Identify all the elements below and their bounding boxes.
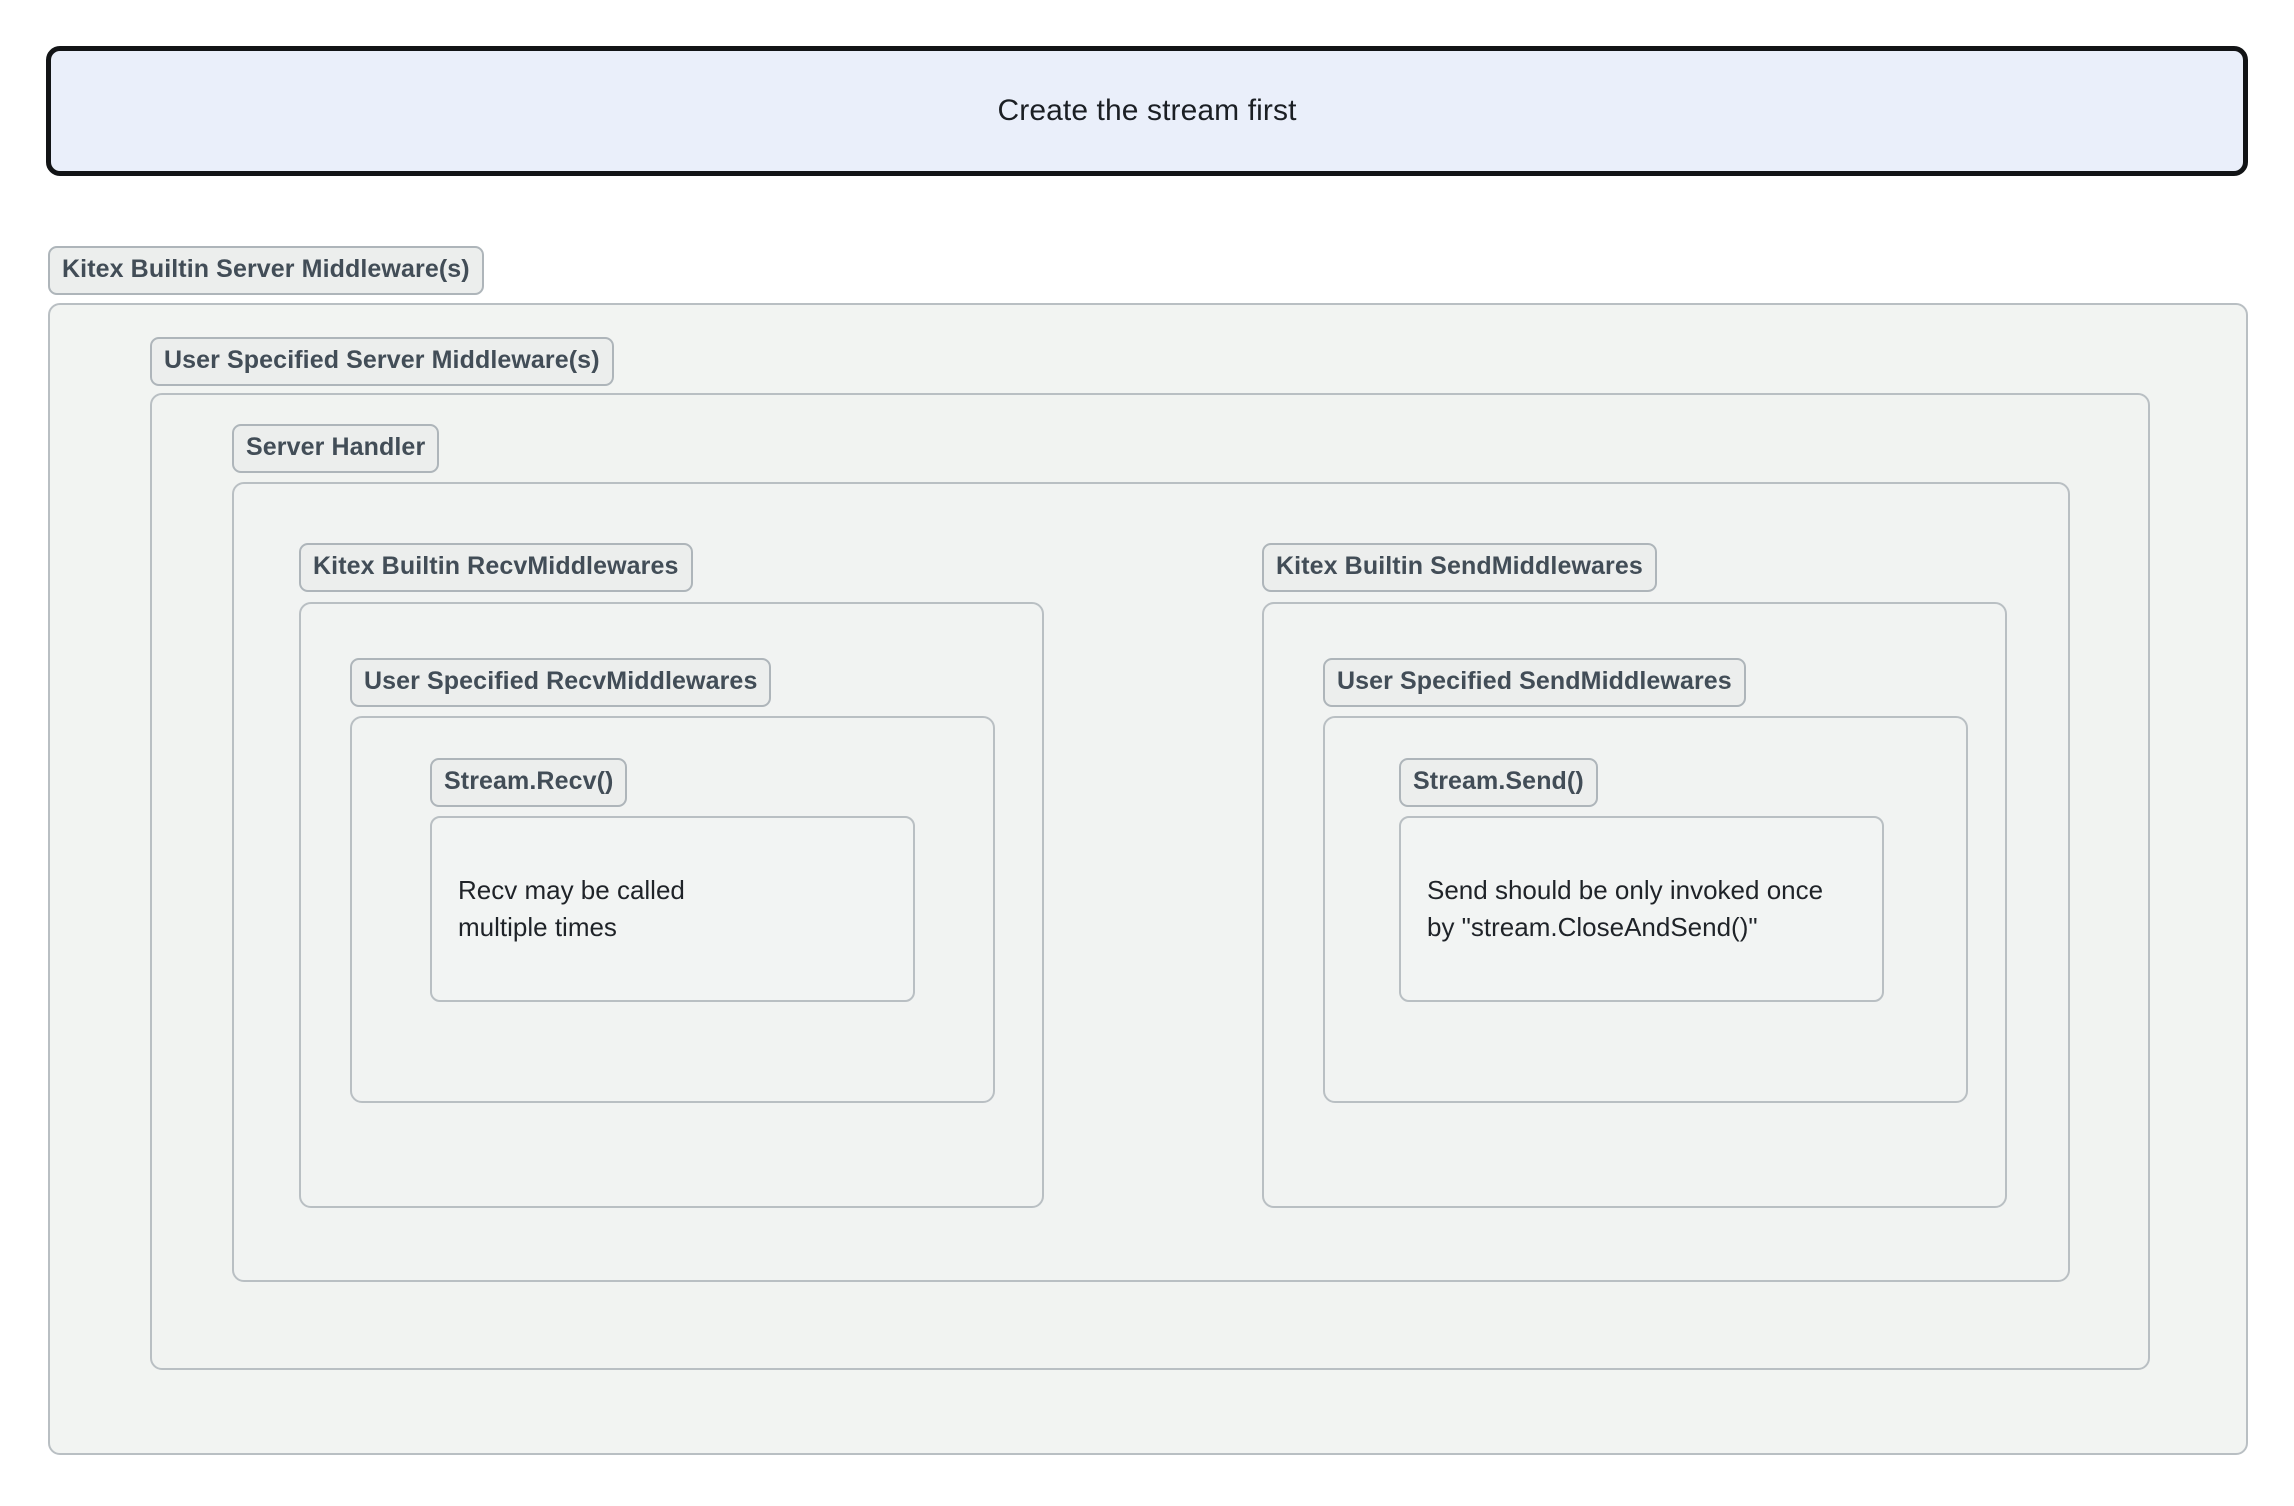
label-stream-send: Stream.Send() <box>1399 758 1598 807</box>
label-stream-recv: Stream.Recv() <box>430 758 628 807</box>
label-kitex-builtin-server-middleware: Kitex Builtin Server Middleware(s) <box>48 246 484 295</box>
note-send-once: Send should be only invoked once by "str… <box>1399 816 1884 1002</box>
note-recv-multiple-times-text: Recv may be called multiple times <box>458 875 685 942</box>
label-user-specified-server-middleware: User Specified Server Middleware(s) <box>150 337 614 386</box>
label-user-specified-recv-middlewares: User Specified RecvMiddlewares <box>350 658 772 707</box>
note-send-once-text: Send should be only invoked once by "str… <box>1427 875 1824 942</box>
label-server-handler: Server Handler <box>232 424 440 473</box>
banner-label: Create the stream first <box>997 94 1297 127</box>
create-stream-banner: Create the stream first <box>46 46 2248 176</box>
label-kitex-builtin-send-middlewares: Kitex Builtin SendMiddlewares <box>1262 543 1657 592</box>
label-user-specified-send-middlewares: User Specified SendMiddlewares <box>1323 658 1746 707</box>
label-kitex-builtin-recv-middlewares: Kitex Builtin RecvMiddlewares <box>299 543 693 592</box>
note-recv-multiple-times: Recv may be called multiple times <box>430 816 915 1002</box>
